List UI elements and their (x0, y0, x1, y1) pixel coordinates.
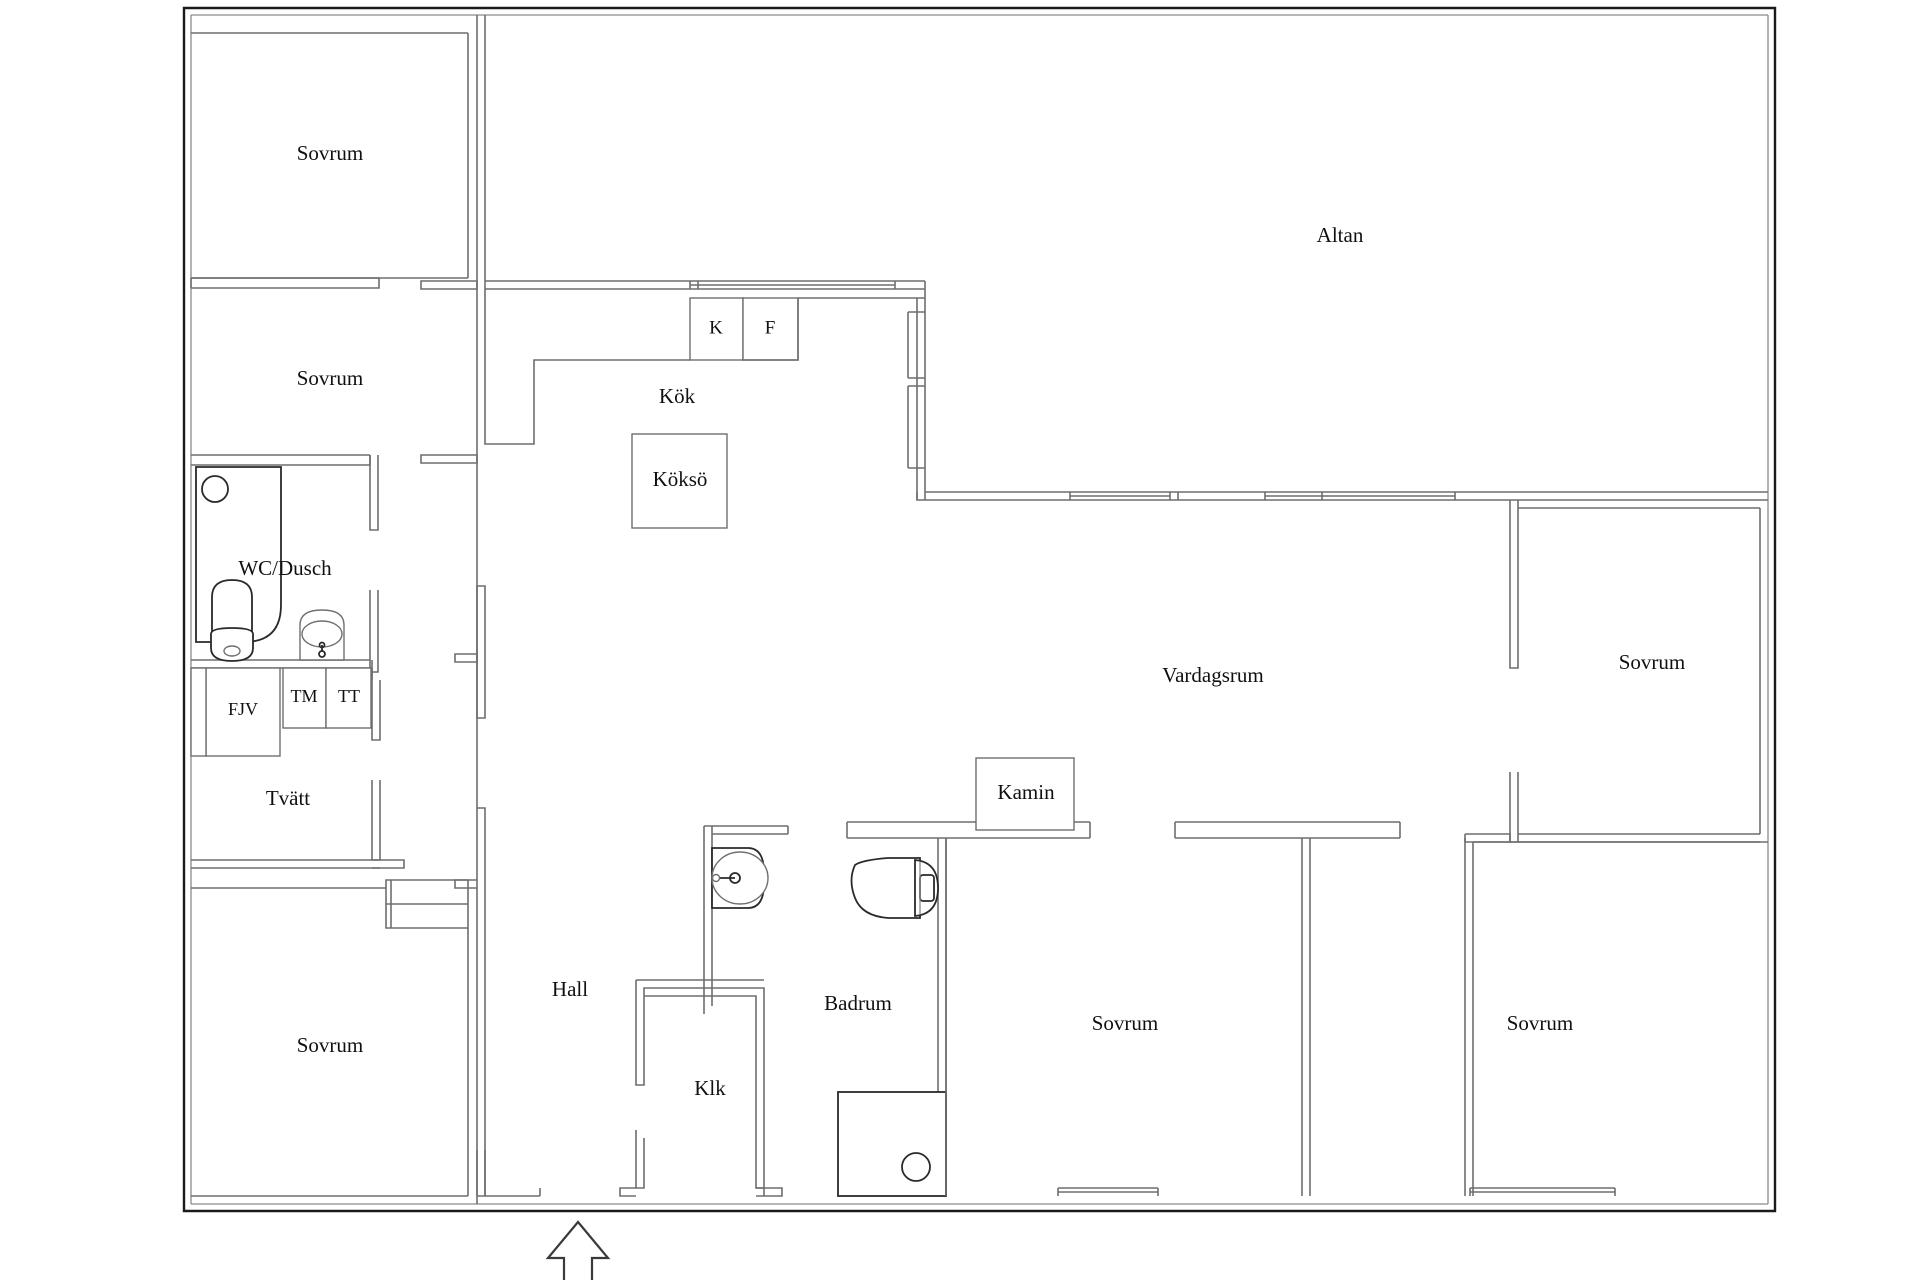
room-label-tvatt: Tvätt (266, 786, 310, 810)
fixture-label-koks-o: Köksö (653, 467, 708, 491)
room-label-kok: Kök (659, 384, 696, 408)
hall-walls (454, 585, 541, 1197)
room-label-klk: Klk (694, 1076, 726, 1100)
fixture-labels: Köksö Kamin K F FJV TM TT (228, 317, 1055, 803)
stove-cabinet (689, 297, 744, 361)
shower-drain-icon (201, 475, 229, 503)
tt-unit (325, 667, 372, 729)
room-label-sovrum-nw-2: Sovrum (297, 366, 364, 390)
fixture-label-kamin: Kamin (997, 780, 1055, 804)
fixture-label-stove: K (709, 317, 723, 338)
room-label-sovrum-ne: Sovrum (1619, 650, 1686, 674)
south-bedrooms-walls (945, 838, 1760, 1196)
ne-bedroom-walls (1464, 500, 1768, 843)
room-label-sovrum-sw: Sovrum (297, 1033, 364, 1057)
fixture-label-fridge: F (765, 317, 776, 338)
shower-tray-icon (837, 1091, 947, 1197)
fixture-label-fjv: FJV (228, 699, 258, 719)
room-label-sovrum-sc: Sovrum (1092, 1011, 1159, 1035)
fixture-label-tm: TM (291, 686, 318, 706)
bottom-windows (1057, 1187, 1616, 1196)
outer-walls (182, 6, 1777, 1213)
room-label-vardagsrum: Vardagsrum (1162, 663, 1263, 687)
kitchen-walls (420, 280, 926, 529)
fireplace-unit (975, 757, 1075, 831)
sink-icon (711, 847, 769, 909)
entrance-arrow-icon (545, 1220, 611, 1280)
sw-bedroom-walls (191, 887, 469, 1197)
toilet-icon (850, 857, 939, 919)
altan-walls (916, 491, 1768, 501)
toilet-icon (210, 579, 254, 662)
room-label-wc-dusch: WC/Dusch (238, 556, 332, 580)
shower-drain-icon (901, 1152, 931, 1182)
fjv-unit (205, 667, 281, 757)
badrum-walls (703, 821, 1091, 1197)
room-label-sovrum-nw-1: Sovrum (297, 141, 364, 165)
fjv-side-panel (190, 667, 207, 757)
tvatt-walls (190, 667, 469, 929)
fridge-cabinet (742, 297, 799, 361)
kitchen-island (631, 433, 728, 529)
room-label-hall: Hall (552, 977, 588, 1001)
room-labels: Sovrum Sovrum WC/Dusch Tvätt Sovrum Kök … (238, 141, 1685, 1100)
klk-walls (619, 979, 783, 1197)
room-label-sovrum-se: Sovrum (1507, 1011, 1574, 1035)
fixture-label-tt: TT (338, 686, 360, 706)
vardagsrum-walls (975, 757, 1401, 1196)
sink-icon (299, 609, 345, 661)
room-label-badrum: Badrum (824, 991, 892, 1015)
room-label-altan: Altan (1317, 223, 1364, 247)
